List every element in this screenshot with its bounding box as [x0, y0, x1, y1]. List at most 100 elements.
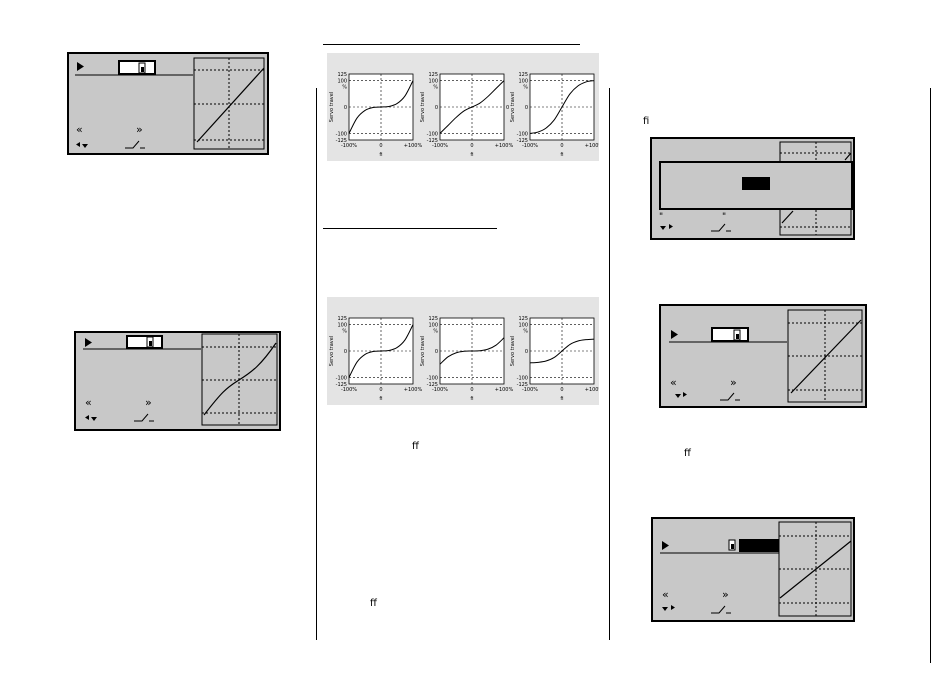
down-arrow-icon [675, 394, 681, 398]
series-line [348, 324, 414, 378]
y-axis-label: Servo travel [510, 92, 516, 122]
x-tick-label: +100% [495, 143, 514, 149]
series-line [439, 337, 505, 365]
next-nav-icon: » [730, 376, 737, 389]
down-arrow-icon [660, 226, 666, 230]
switch-symbol-icon [125, 140, 140, 149]
down-arrow-icon [662, 607, 668, 611]
y-tick-label: % [433, 329, 438, 335]
x-tick-label: -100% [341, 387, 357, 393]
y-tick-label: -125 [427, 382, 438, 388]
section-heading-rule-1 [323, 44, 580, 45]
y-axis-label: Servo travel [329, 336, 335, 366]
y-tick-label: 0 [344, 349, 347, 355]
lcd-screen: « » [659, 304, 867, 408]
section-heading-rule-2 [323, 228, 497, 229]
x-axis-unit: ﬁ [560, 396, 563, 402]
dialog-value-field [742, 177, 770, 190]
switch-symbol-icon [711, 223, 726, 232]
switch-field [118, 60, 156, 75]
y-tick-label: 100 [518, 323, 528, 329]
down-arrow-icon [82, 144, 88, 148]
y-tick-label: -100 [517, 375, 528, 381]
x-axis-unit: ﬁ [470, 152, 473, 158]
lcd-screen: « » [67, 52, 269, 155]
x-tick-label: -100% [522, 143, 538, 149]
x-tick-label: 0 [379, 143, 382, 149]
lcd-display: « » [83, 333, 278, 426]
switch-symbol-icon [134, 413, 149, 422]
y-tick-label: % [342, 329, 347, 335]
switch-field [126, 335, 163, 349]
next-nav-icon: " [722, 212, 726, 222]
x-tick-label: 0 [560, 387, 563, 393]
y-axis-label: Servo travel [329, 92, 335, 122]
y-tick-label: 0 [525, 105, 528, 111]
lcd-display: " " [659, 141, 853, 236]
y-tick-label: % [523, 85, 528, 91]
switch-symbol-icon [720, 392, 735, 401]
series-line [529, 80, 595, 134]
prev-nav-icon: « [670, 376, 677, 389]
x-axis-unit: ﬁ [379, 152, 382, 158]
y-tick-label: 0 [344, 105, 347, 111]
highlighted-value-field [739, 539, 779, 552]
right-arrow-icon [671, 605, 675, 610]
play-icon [85, 338, 92, 347]
y-tick-label: 0 [525, 349, 528, 355]
next-nav-icon: » [136, 123, 143, 136]
x-axis-unit: ﬁ [470, 396, 473, 402]
x-tick-label: +100% [404, 143, 423, 149]
play-icon [662, 541, 669, 550]
column-rule-2 [609, 88, 610, 640]
series-line [439, 80, 505, 134]
prev-nav-icon: « [76, 123, 83, 136]
x-tick-label: 0 [470, 143, 473, 149]
y-tick-label: -125 [427, 138, 438, 144]
y-tick-label: 100 [428, 79, 438, 85]
glyph-ff: ﬀ [370, 598, 377, 609]
y-tick-label: 125 [428, 72, 438, 78]
y-tick-label: 100 [518, 79, 528, 85]
y-tick-label: 100 [337, 323, 347, 329]
glyph-ff: ﬀ [684, 448, 691, 459]
x-tick-label: -100% [432, 143, 448, 149]
y-tick-label: 125 [428, 316, 438, 322]
y-tick-label: 0 [435, 105, 438, 111]
glyph-ff: ﬀ [412, 441, 419, 452]
y-tick-label: -100 [427, 375, 438, 381]
y-tick-label: -125 [517, 382, 528, 388]
y-tick-label: 0 [435, 349, 438, 355]
x-tick-label: 0 [560, 143, 563, 149]
x-axis-unit: ﬁ [560, 152, 563, 158]
y-axis-label: Servo travel [510, 336, 516, 366]
x-axis-unit: ﬁ [379, 396, 382, 402]
y-tick-label: -125 [517, 138, 528, 144]
lcd-screen: « » [651, 517, 855, 622]
y-tick-label: -100 [517, 131, 528, 137]
y-tick-label: 125 [518, 72, 528, 78]
x-tick-label: +100% [585, 387, 599, 393]
down-arrow-icon [91, 417, 97, 421]
switch-field [711, 327, 749, 342]
x-tick-label: 0 [470, 387, 473, 393]
series-line [348, 80, 414, 134]
x-tick-label: -100% [341, 143, 357, 149]
y-tick-label: -125 [336, 382, 347, 388]
right-arrow-icon [683, 392, 687, 397]
y-tick-label: -125 [336, 138, 347, 144]
lcd-display: « » [75, 57, 265, 150]
y-tick-label: % [523, 329, 528, 335]
y-tick-label: 125 [337, 72, 347, 78]
glyph-fi: ﬁ [643, 116, 650, 127]
lcd-display: « » [669, 309, 863, 403]
prev-nav-icon: « [85, 396, 92, 409]
prev-nav-icon: " [659, 212, 663, 222]
right-arrow-icon [669, 224, 673, 229]
